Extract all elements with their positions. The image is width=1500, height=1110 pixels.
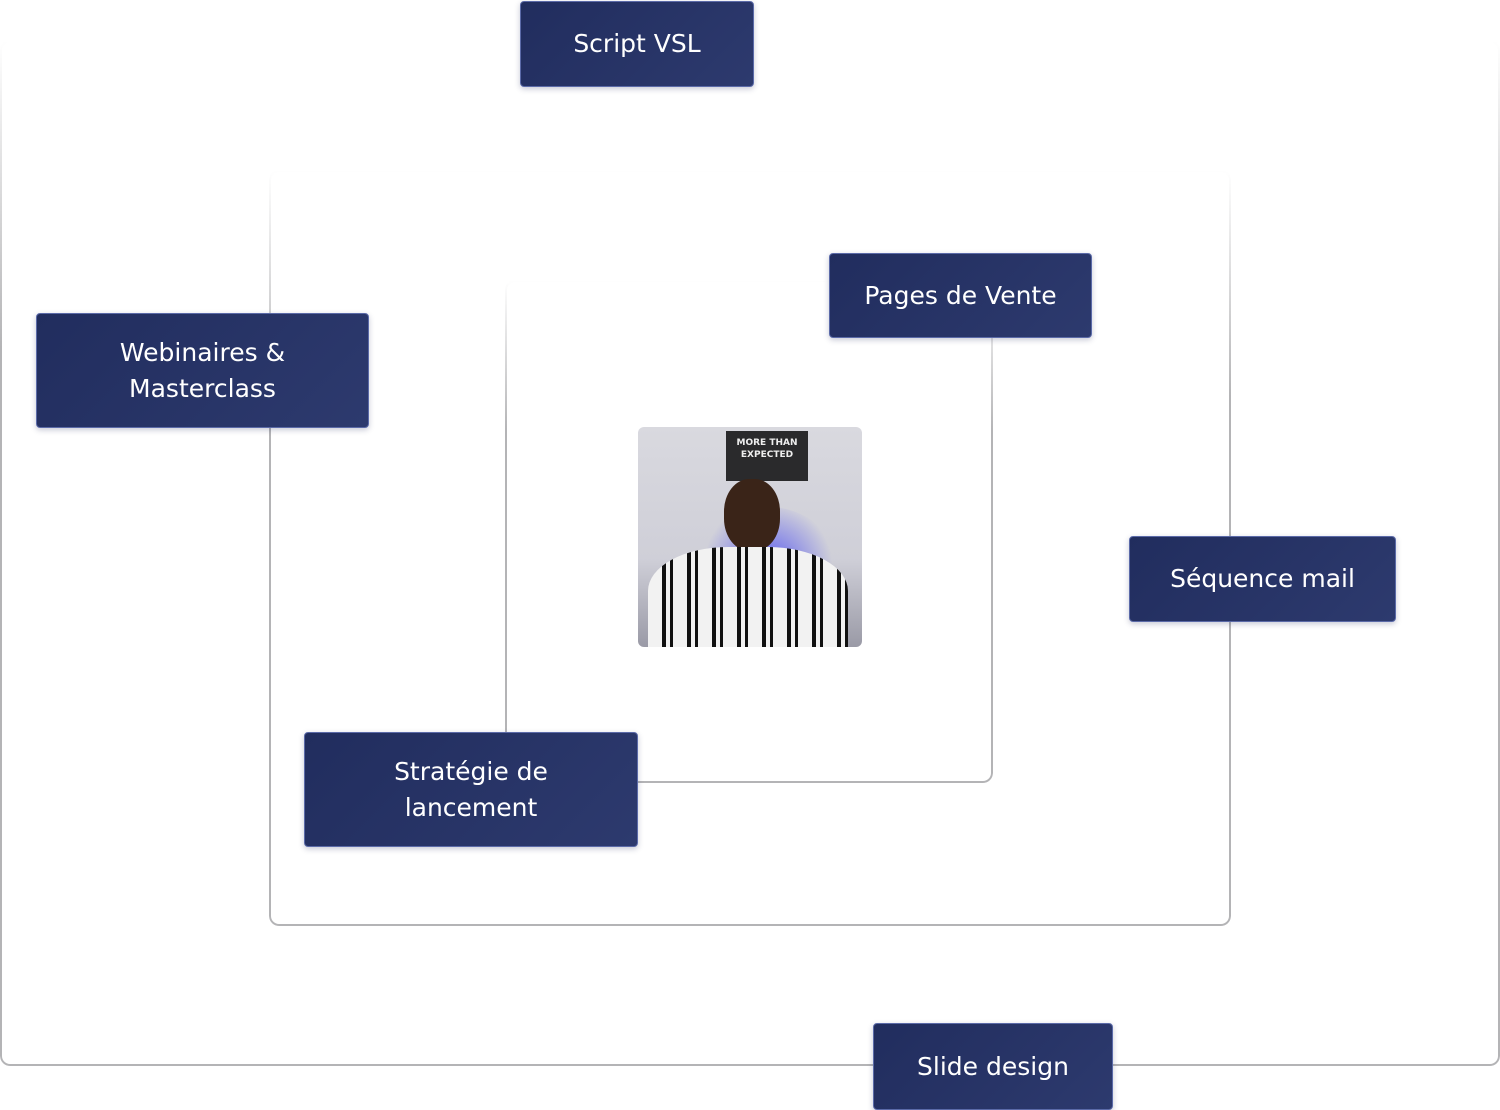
node-sequence-mail[interactable]: Séquence mail (1129, 536, 1396, 622)
node-slide-design[interactable]: Slide design (873, 1023, 1113, 1110)
node-strategie-lancement[interactable]: Stratégie de lancement (304, 732, 638, 847)
inner-frame (505, 280, 993, 783)
person-head (724, 479, 780, 551)
node-pages-de-vente[interactable]: Pages de Vente (829, 253, 1092, 338)
node-script-vsl[interactable]: Script VSL (520, 1, 754, 87)
node-webinaires-masterclass[interactable]: Webinaires & Masterclass (36, 313, 369, 428)
person-shirt (648, 547, 848, 647)
